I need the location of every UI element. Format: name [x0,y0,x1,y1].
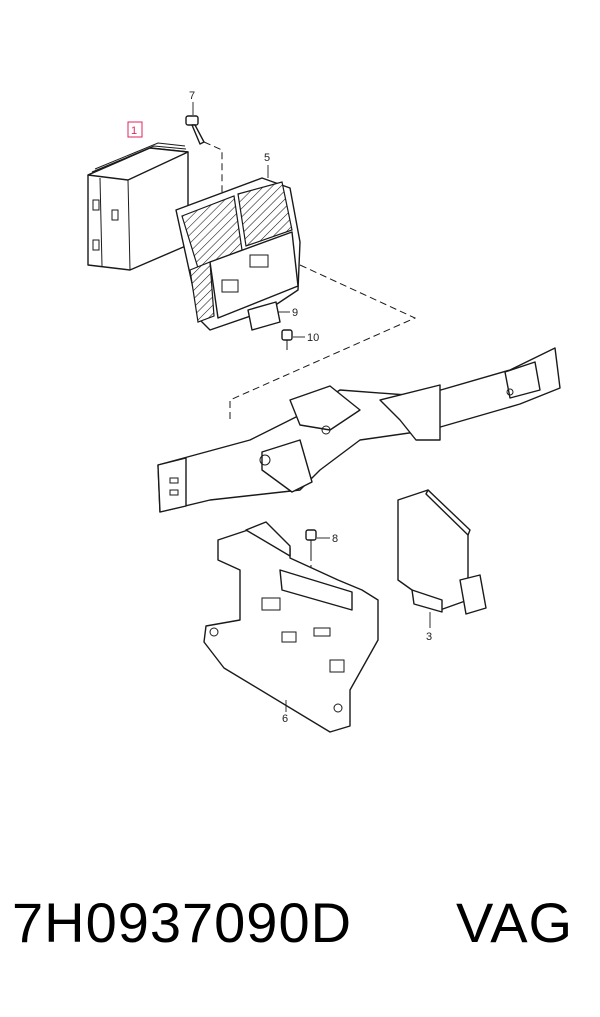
callout-1-highlight-box [127,121,143,138]
screw-part-10 [281,329,305,350]
part-number: 7H0937090D [12,891,353,954]
callout-label-10: 10 [307,332,319,344]
clip-part-9 [247,301,290,331]
callout-label-6: 6 [282,713,288,725]
bracket-part-5 [175,165,301,331]
brand-label: VAG [456,891,574,954]
exploded-parts-diagram: 1 3 5 6 7 8 9 10 [87,90,561,733]
module-part-3 [397,489,487,628]
callout-label-9: 9 [292,307,298,319]
callout-label-1: 1 [131,125,137,137]
callout-label-8: 8 [332,533,338,545]
callout-label-7: 7 [189,90,195,102]
screw-part-8 [305,529,330,575]
mounting-plate-part-6 [203,521,379,733]
callout-label-3: 3 [426,631,432,643]
footer: 7H0937090D VAG [0,890,600,980]
bolt-part-7 [185,102,223,210]
control-unit-part-1 [87,142,189,271]
callout-label-5: 5 [264,152,270,164]
cross-car-beam [157,347,561,513]
